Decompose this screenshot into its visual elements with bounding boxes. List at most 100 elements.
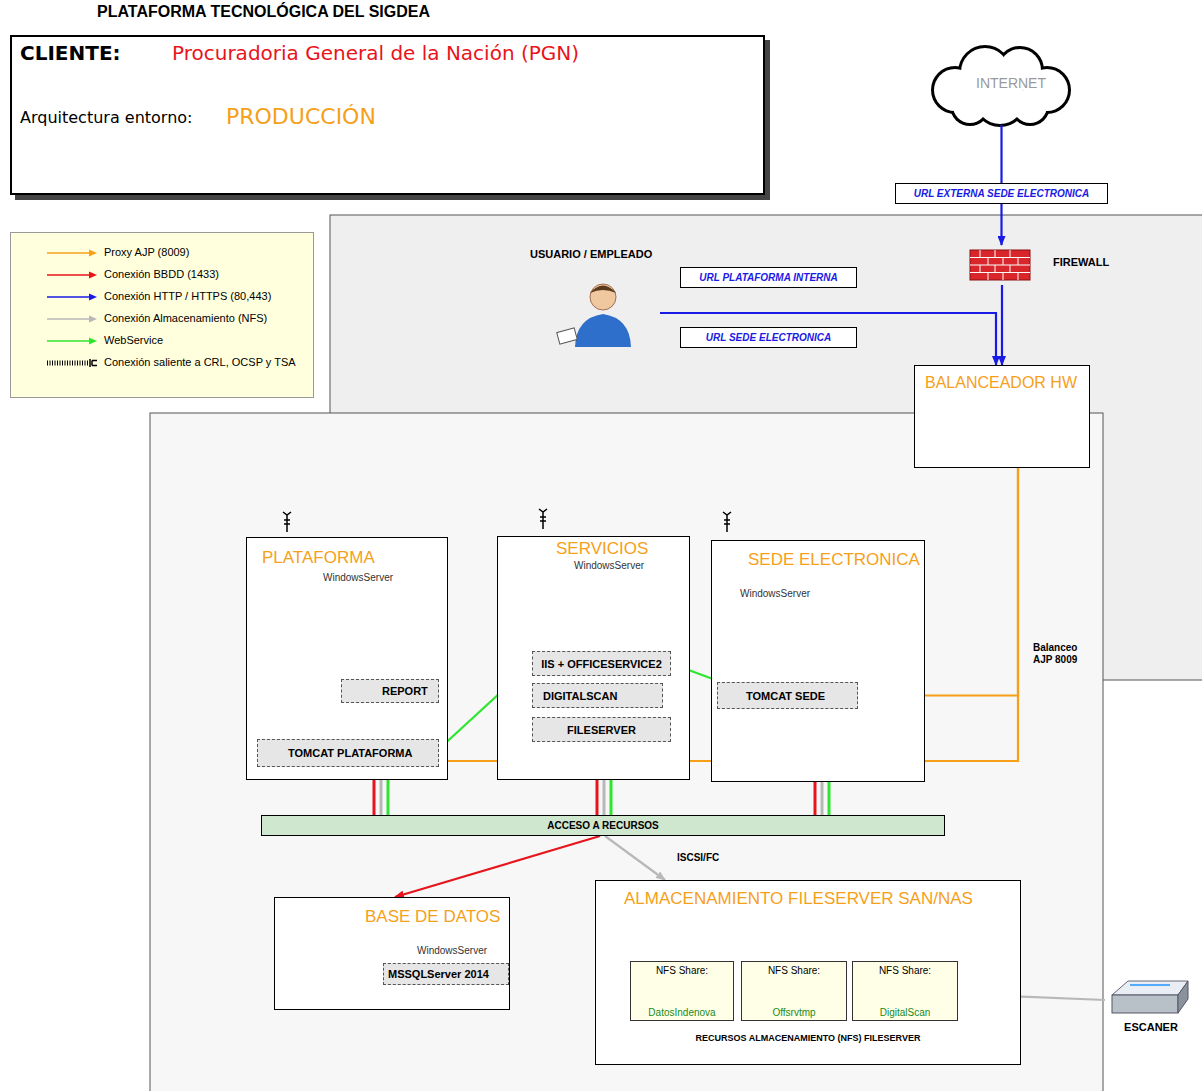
share-label: NFS Share:	[853, 965, 957, 977]
component-box: MSSQLServer 2014	[383, 963, 509, 985]
component-box: DIGITALSCAN	[532, 683, 663, 708]
legend-line	[47, 340, 91, 342]
client-name: Procuradoria General de la Nación (PGN)	[172, 42, 579, 65]
legend-arrowhead	[89, 250, 97, 257]
legend-line	[47, 296, 91, 298]
legend-text: WebService	[104, 334, 163, 347]
connector-line	[395, 836, 600, 897]
connector-line	[1001, 285, 1003, 365]
firewall-icon	[970, 250, 1030, 280]
os-label: WindowsServer	[740, 588, 810, 600]
firewall-icon	[970, 250, 1030, 280]
component-label: MSSQLServer 2014	[388, 968, 489, 981]
balancer-box: BALANCEADOR HW	[914, 365, 1090, 468]
os-label: WindowsServer	[323, 572, 393, 584]
url-label: URL PLATAFORMA INTERNA	[681, 272, 856, 284]
scanner-icon	[1112, 981, 1188, 995]
component-label: TOMCAT PLATAFORMA	[288, 747, 412, 760]
component-label: REPORT	[382, 685, 428, 698]
legend-row: Proxy AJP (8009)	[11, 246, 313, 262]
os-label: WindowsServer	[574, 560, 644, 572]
legend-text: Proxy AJP (8009)	[104, 246, 189, 259]
legend-line	[45, 291, 105, 303]
cloud: INTERNET	[920, 45, 1075, 133]
firewall-icon	[970, 250, 1030, 280]
connector-line	[605, 836, 665, 880]
user-label: USUARIO / EMPLEADO	[530, 248, 652, 261]
environment-value: PRODUCCIÓN	[226, 104, 376, 129]
connector	[605, 836, 665, 880]
component-box: FILESERVER	[532, 717, 671, 742]
legend-row: Conexión HTTP / HTTPS (80,443)	[11, 290, 313, 306]
legend-row: Conexión saliente a CRL, OCSP y TSA	[11, 356, 313, 372]
legend-text: Conexión Almacenamiento (NFS)	[104, 312, 267, 325]
zone	[150, 413, 1103, 1091]
share-label: NFS Share:	[631, 965, 733, 977]
server-box: PLATAFORMAWindowsServerREPORTTOMCAT PLAT…	[246, 537, 448, 780]
box-title: ALMACENAMIENTO FILESERVER SAN/NAS	[624, 889, 973, 909]
cloud-icon	[953, 89, 987, 123]
legend-arrowhead	[89, 316, 97, 323]
component-box: REPORT	[341, 679, 439, 703]
connector	[597, 780, 611, 815]
connector-line	[373, 780, 376, 815]
antenna-icon	[723, 512, 731, 532]
server-box: SERVICIOSWindowsServerIIS + OFFICESERVIC…	[497, 536, 690, 780]
url-box: URL EXTERNA SEDE ELECTRONICA	[895, 183, 1108, 204]
scanner-icon	[1112, 995, 1178, 1013]
antenna-icon	[283, 509, 731, 532]
share-box: NFS Share:DatosIndenova	[630, 961, 734, 1021]
edge-label: ISCSI/FC	[675, 852, 721, 864]
band-label: ACCESO A RECURSOS	[262, 820, 944, 832]
connector-line	[596, 780, 599, 815]
box-title: SEDE ELECTRONICA	[748, 550, 920, 570]
firewall: FIREWALL	[965, 245, 1115, 285]
connector-line	[610, 780, 613, 815]
connector-line	[1000, 204, 1002, 245]
box-title: BASE DE DATOS	[365, 907, 500, 927]
person-icon	[590, 286, 616, 294]
legend-arrowhead	[89, 272, 97, 279]
share-name: Offsrvtmp	[742, 1007, 846, 1019]
component-box: TOMCAT PLATAFORMA	[257, 739, 439, 767]
legend-line	[45, 269, 105, 281]
server-box: SEDE ELECTRONICA WindowsServerTOMCAT SEDE	[711, 540, 925, 782]
cloud-icon	[931, 45, 1071, 127]
connector-line	[380, 780, 383, 815]
legend-box: Proxy AJP (8009) Conexión BBDD (1433) Cone…	[10, 232, 314, 398]
storage-box: ALMACENAMIENTO FILESERVER SAN/NAS RECURSO…	[595, 880, 1021, 1065]
box-title: SERVICIOS	[556, 539, 648, 559]
component-label: DIGITALSCAN	[543, 690, 617, 703]
legend-line	[47, 361, 89, 366]
legend-arrowhead	[89, 338, 97, 345]
share-name: DigitalScan	[853, 1007, 957, 1019]
scanner-label: ESCANER	[1105, 1021, 1197, 1034]
person-icon	[557, 284, 631, 347]
scanner-icon	[1178, 981, 1188, 1013]
person-icon	[575, 314, 631, 347]
connector-line	[814, 782, 817, 815]
environment-label: Arquitectura entorno:	[20, 109, 192, 127]
scanner-icon	[1130, 984, 1170, 986]
diagram-title: PLATAFORMA TECNOLÓGICA DEL SIGDEA	[97, 3, 430, 21]
component-label: FILESERVER	[533, 724, 670, 737]
connector	[1001, 125, 1002, 183]
storage-caption: RECURSOS ALMACENAMIENTO (NFS) FILESERVER	[596, 1033, 1020, 1043]
cloud-icon	[1013, 89, 1047, 123]
legend-line	[47, 318, 91, 320]
os-label: WindowsServer	[417, 945, 487, 957]
cloud-label: INTERNET	[976, 75, 1046, 91]
connector-line	[821, 782, 824, 815]
legend-line	[47, 252, 91, 254]
component-box: TOMCAT SEDE	[717, 682, 858, 709]
legend-row: Conexión Almacenamiento (NFS)	[11, 312, 313, 328]
legend-text: Conexión saliente a CRL, OCSP y TSA	[104, 356, 296, 369]
connector-line	[828, 782, 831, 815]
client-box: CLIENTE:Procuradoria General de la Nació…	[10, 35, 765, 195]
legend-text: Conexión BBDD (1433)	[104, 268, 219, 281]
connector	[660, 313, 996, 365]
box-title: BALANCEADOR HW	[925, 374, 1077, 392]
legend-text: Conexión HTTP / HTTPS (80,443)	[104, 290, 271, 303]
